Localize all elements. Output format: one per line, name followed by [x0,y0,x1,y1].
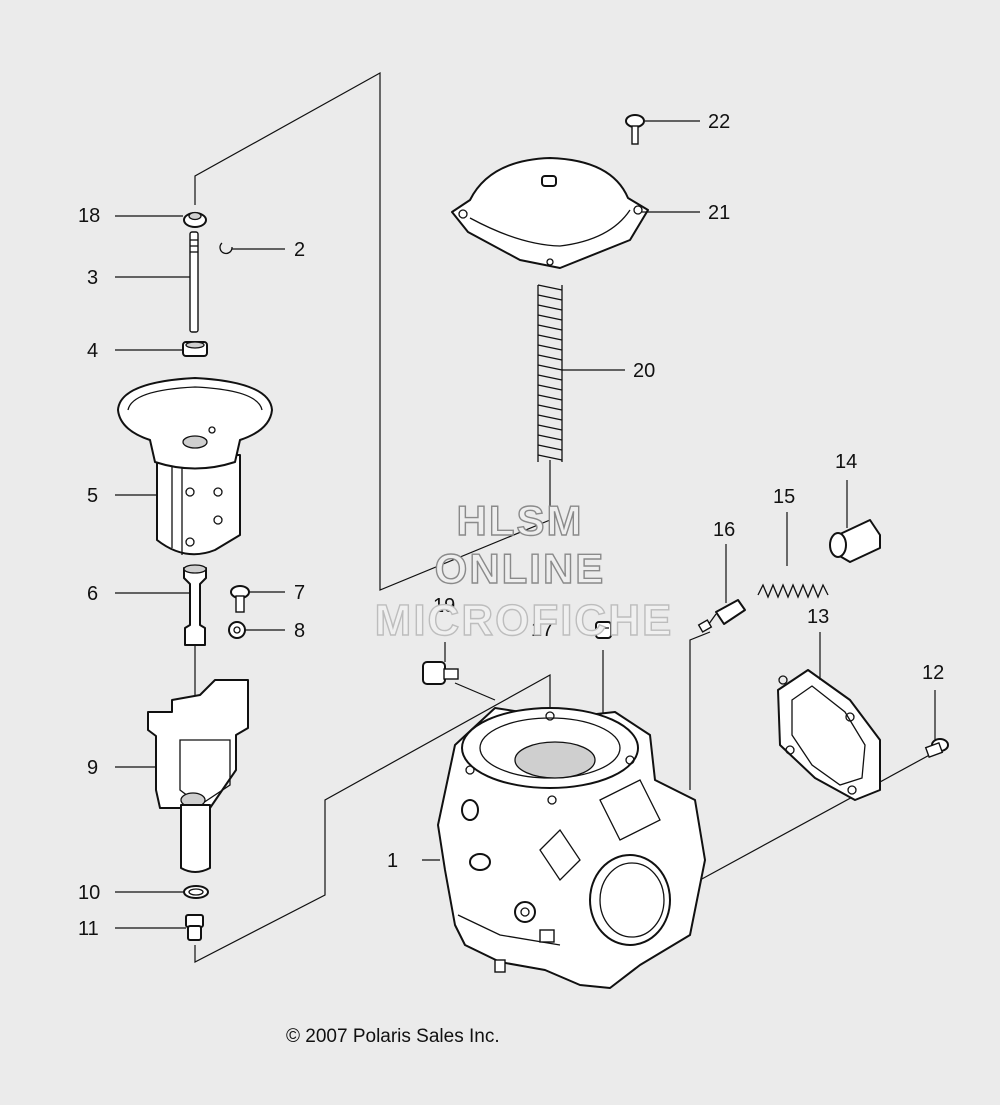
part-3-jet-needle [189,231,199,333]
callout-4: 4 [87,340,98,362]
part-19-pilot-screw [422,661,459,685]
callout-leaders [115,120,936,929]
copyright-notice: © 2007 Polaris Sales Inc. [286,1026,500,1047]
callout-8: 8 [294,620,305,642]
part-10-o-ring [183,885,209,899]
callout-11: 11 [78,918,99,940]
callout-12: 12 [922,662,944,684]
part-6-jet-holder [183,564,207,646]
part-20-spring [537,284,563,462]
part-17-pilot-jet [595,621,612,639]
part-22-screw [625,114,645,145]
callout-17: 17 [531,619,553,641]
watermark-line-3: MICROFICHE [375,596,674,645]
callout-5: 5 [87,485,98,507]
callout-13: 13 [807,606,829,628]
callout-labels: 18 2 3 4 5 6 7 8 9 10 11 22 21 20 14 15 … [78,111,944,940]
part-5-diaphragm-slide [117,377,273,556]
assembly-lines [194,71,936,963]
watermark: HLSM ONLINE MICROFICHE [374,496,674,645]
part-13-gasket [777,669,881,801]
callout-19: 19 [433,595,455,617]
callout-7: 7 [294,582,305,604]
callout-3: 3 [87,267,98,289]
part-15-spring [757,583,829,599]
part-8-lock-washer [228,621,246,639]
part-2-e-clip [219,242,233,255]
callout-20: 20 [633,360,655,382]
part-21-top-cover [451,157,649,269]
part-7-screw [230,585,250,613]
callout-1: 1 [387,850,398,872]
callout-10: 10 [78,882,100,904]
callout-21: 21 [708,202,730,224]
callout-6: 6 [87,583,98,605]
part-14-cap [829,519,881,563]
watermark-line-2: ONLINE [435,545,606,592]
callout-2: 2 [294,239,305,261]
part-1-carburetor-body [437,707,706,989]
part-12-screw [924,738,949,758]
part-4-spacer [182,341,208,357]
callout-15: 15 [773,486,795,508]
watermark-line-1: HLSM [457,497,584,544]
part-9-jet-block [147,679,249,873]
callout-9: 9 [87,757,98,779]
part-18-nut [183,211,207,228]
part-16-starter-plunger [697,599,746,633]
part-11-main-jet [185,914,204,941]
callout-22: 22 [708,111,730,133]
callout-14: 14 [835,451,857,473]
callout-16: 16 [713,519,735,541]
callout-18: 18 [78,205,100,227]
